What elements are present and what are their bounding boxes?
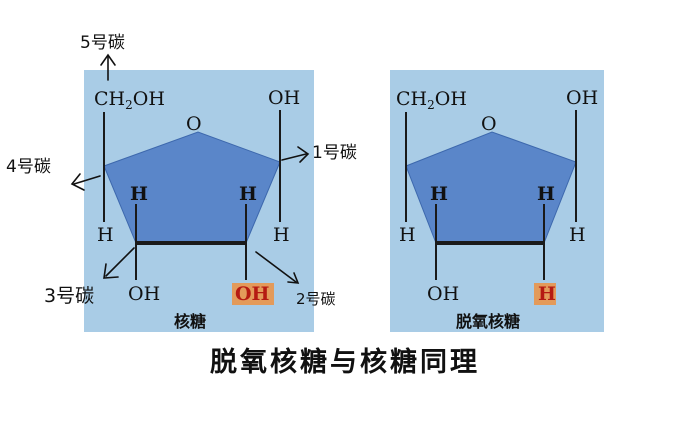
ribose-c3-oh: OH bbox=[128, 283, 160, 305]
deoxyribose-c2-h-highlighted: H bbox=[538, 283, 556, 305]
ribose-ring bbox=[103, 131, 281, 244]
ribose-c3-h: H bbox=[130, 183, 148, 205]
deoxyribose-c1-h: H bbox=[569, 224, 586, 246]
ribose-c2-oh: OH bbox=[235, 283, 270, 305]
c1-label: 1号碳 bbox=[312, 143, 357, 163]
caption: 脱氧核糖与核糖同理 bbox=[210, 347, 480, 378]
ribose-ring-oxygen: O bbox=[186, 113, 202, 135]
c1-arrow-head bbox=[297, 146, 310, 163]
c3-arrow-head bbox=[103, 263, 119, 279]
ribose-c4-h: H bbox=[97, 224, 114, 246]
deoxyribose-c2-h: H bbox=[537, 183, 555, 205]
deoxyribose-structure: CH2OH O OH H H H H OH H 脱氧核糖 bbox=[396, 87, 598, 331]
c3-arrow-line bbox=[105, 247, 135, 277]
deoxyribose-ring bbox=[405, 131, 577, 244]
deoxyribose-c3-oh: OH bbox=[427, 283, 459, 305]
c4-label: 4号碳 bbox=[6, 157, 51, 177]
c3-label: 3号碳 bbox=[44, 285, 94, 307]
c5-label: 5号碳 bbox=[80, 33, 125, 53]
c2-arrow-head bbox=[287, 272, 300, 284]
ribose-c1-h: H bbox=[273, 224, 290, 246]
ribose-c5-group: CH2OH bbox=[94, 88, 165, 112]
deoxyribose-ring-oxygen: O bbox=[481, 113, 497, 135]
c5-arrow-head bbox=[100, 53, 116, 66]
deoxyribose-c1-oh: OH bbox=[566, 87, 598, 109]
c2-arrow-line bbox=[255, 251, 297, 283]
ribose-c2-h: H bbox=[239, 183, 257, 205]
ribose-structure: CH2OH O OH H H H H OH OH 核糖 bbox=[94, 87, 300, 331]
carbon-annotations bbox=[70, 53, 310, 284]
deoxyribose-c2-h-highlight bbox=[534, 283, 556, 305]
deoxyribose-c3-h: H bbox=[430, 183, 448, 205]
ribose-c2-oh-highlight bbox=[232, 283, 274, 305]
deoxyribose-c5-group: CH2OH bbox=[396, 88, 467, 112]
c2-label: 2号碳 bbox=[296, 290, 336, 308]
ribose-c1-oh: OH bbox=[268, 87, 300, 109]
deoxyribose-name: 脱氧核糖 bbox=[456, 312, 520, 331]
c4-arrow-head bbox=[70, 173, 85, 191]
deoxyribose-c4-h: H bbox=[399, 224, 416, 246]
c4-arrow-line bbox=[73, 175, 101, 185]
c1-arrow-line bbox=[281, 153, 307, 161]
ribose-name: 核糖 bbox=[174, 312, 206, 331]
